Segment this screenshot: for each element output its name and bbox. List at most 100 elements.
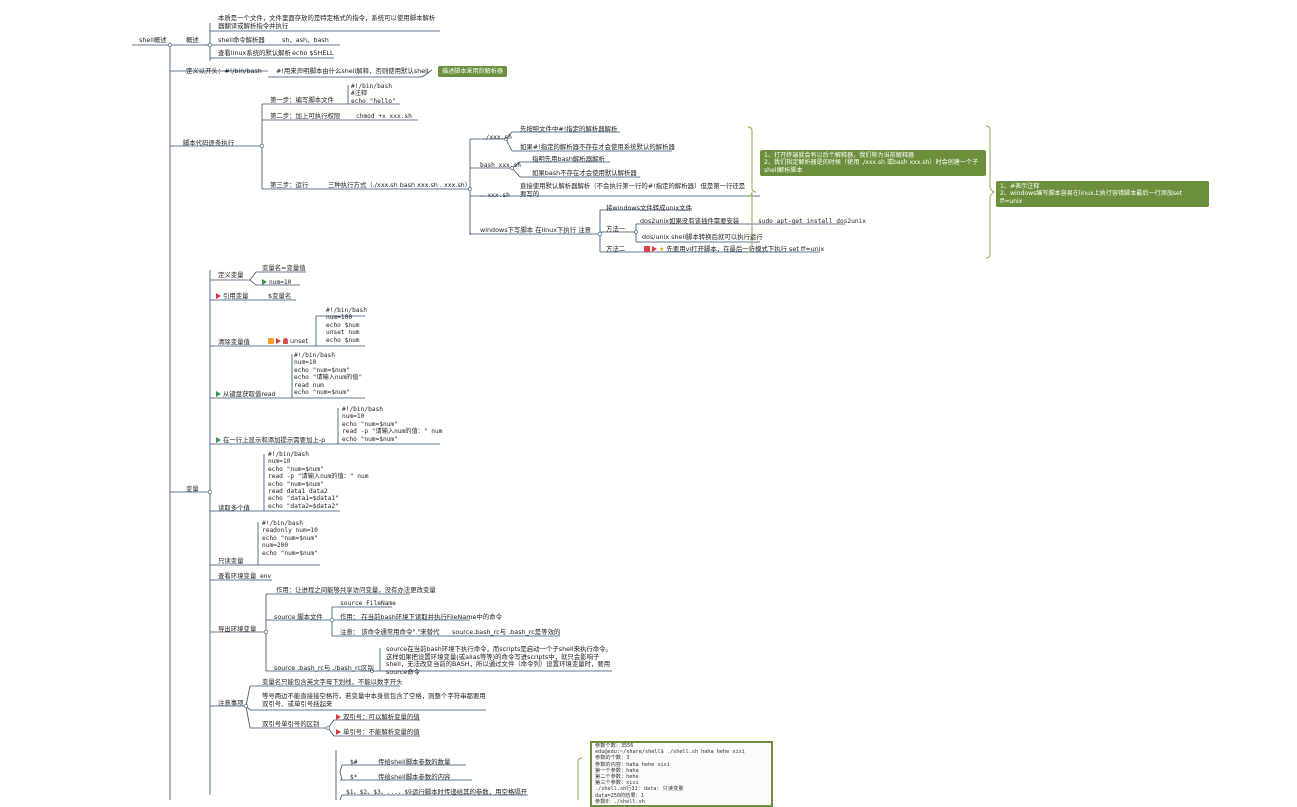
terminal-screenshot: 参数个数：3556 edu@edu:~/share/shell$ ./shell… [590,741,773,807]
node-source-diff-desc[interactable]: source在当前bash环境下执行命令，而scripts是启动一个子shell… [386,645,612,676]
code-var-prompt: #!/bin/bash num=10 echo "num=$num" read … [342,406,442,443]
node-var-notes-2[interactable]: 等号两边不能直接接空格符，若变量中本身就包含了空格，则整个字符串都要用双引号、或… [262,692,486,708]
node-var-define-1[interactable]: 变量名=变量值 [262,264,306,272]
node-var-notes-3a[interactable]: 双引号：可以解析变量的值 [336,713,420,722]
node-step2-cmd[interactable]: chmod +x xxx.sh [356,113,412,120]
node-windows[interactable]: windows下写脚本 在linux下执行 注意 [480,226,591,234]
node-var-readonly[interactable]: 只读变量 [218,557,244,565]
code-line: echo $num [326,321,360,329]
code-line: echo "num=$num" [342,420,398,428]
node-var-ref[interactable]: 引用变量 [216,292,249,301]
node-method1-2[interactable]: dos/unix shell脚本转换后就可以执行运行 [642,233,763,241]
terminal-line: 第一个参数：haha [595,767,639,774]
note-define-head[interactable]: 描述脚本采用的解析器 [438,66,507,78]
node-var-multi[interactable]: 读取多个值 [218,504,250,512]
code-var-read: #!/bin/bash num=10 echo "num=$num" echo … [294,352,362,396]
node-var-define[interactable]: 定义变量 [218,271,244,279]
node-check-parser-cmd[interactable]: echo $SHELL [292,49,334,57]
node-sp-n-desc[interactable]: 运行脚本时传递给其的参数，用空格隔开 [412,788,528,796]
node-var-read[interactable]: 从键盘获取值read [216,390,276,399]
node-var-unset-cmd-text: unset [290,337,308,345]
node-sp-n[interactable]: $1、$2、$3、...、$9 [346,789,412,796]
note-run[interactable]: 1、打开终端就会有以后个解释器，我们称为当前解释器 2、我们指定解析器是的时候（… [760,150,986,177]
code-line: echo "num=$num" [262,534,318,542]
terminal-line: edu@edu:~/share/shell$ ./shell.sh haha h… [595,749,745,756]
node-source-file-3[interactable]: 注意： 该命令通常用命令"."来替代 [340,628,440,637]
node-step1[interactable]: 第一步：编写脚本文件 [270,96,334,104]
node-source-file-2[interactable]: 作用： 在当前bash环境下读取并执行FileName中的命令 [340,613,502,622]
node-run-c[interactable]: . xxx.sh [480,192,510,199]
node-variables[interactable]: 变量 [186,485,199,493]
node-windows-desc[interactable]: 将windows文件转成unix文件 [606,204,692,212]
node-var-env-view[interactable]: 查看环境变量 [218,572,257,580]
node-sp-star[interactable]: $* [350,774,358,781]
node-var-prompt[interactable]: 在一行上显示和添加提示需要加上-p [216,436,326,445]
node-var-ref-1[interactable]: $变量名 [268,292,292,300]
code-line: read num [294,381,324,389]
node-var-prompt-text: 在一行上显示和添加提示需要加上-p [223,436,326,444]
node-define-head[interactable]: 定义以开头：#!/bin/bash [186,67,262,75]
node-method2[interactable]: 方法二 [606,245,626,253]
node-step3[interactable]: 第三步：运行 [270,181,309,189]
node-run-b-2[interactable]: 如果bash不存在才会使用默认解析器 [532,169,637,177]
flag-icon [216,293,221,299]
code-var-readonly: #!/bin/bash readonly num=10 echo "num=$n… [262,520,318,557]
node-method2-desc[interactable]: ★ 先要用vi打开脚本，在最后一行模式下执行 set ff=unix [644,245,824,254]
node-overview[interactable]: 概述 [186,36,199,44]
node-source-file-3b[interactable]: source.bash_rc与 .bash_rc是等效的 [452,628,561,636]
node-var-notes[interactable]: 注意事项 [218,699,244,707]
note-run-line: 2、我们指定解析器是的时候（使用 ./xxx.sh 或bash xxx.sh）时… [764,159,979,174]
note-windows-line: 2、windows编写脚本容易在linux上执行容错脚本最后一行添加set ff… [1000,190,1183,205]
node-shell-parsers[interactable]: shell命令解析器 [218,36,265,44]
node-source-file-3-text: 该命令通常用命令"."来替代 [361,628,440,636]
node-source-diff[interactable]: source .bash_rc与 ./bash_rc区别 [274,664,374,672]
flag-icon [652,246,657,252]
node-run-a[interactable]: ./xxx.sh [482,134,512,141]
code-line: readonly num=10 [262,527,318,535]
node-run-a-1[interactable]: 先按照文件中#!指定的解析器解析 [520,125,618,133]
code-line: num=10 [294,359,317,367]
node-var-notes-3b[interactable]: 单引号：不能解析变量的值 [336,728,420,737]
code-line: echo "num=$num" [294,366,350,374]
node-define-head-desc[interactable]: #!用来声明脚本由什么shell解释，否则使用默认shell [276,67,429,75]
flag-icon [216,437,221,443]
priority-icon [268,338,274,344]
node-source-file-1[interactable]: source FileName [340,600,396,607]
code-line: read data1 data2 [268,488,328,496]
node-steps-parent[interactable]: 脚本代码逐条执行 [183,139,235,147]
node-shell-parsers-list[interactable]: sh、ash、bash [282,36,329,44]
node-run-b[interactable]: bash xxx.sh [480,162,521,169]
node-export-purpose[interactable]: 作用：让进程之间能够共享访问变量，没有办法更改变量 [276,586,436,594]
note-windows-line: 1、#表示注释 [1000,183,1040,190]
node-root[interactable]: shell概述 [139,36,167,44]
flag-icon [336,729,341,735]
node-run-c-1[interactable]: 直接使用默认解析器解析（不会执行第一行的#!指定的解析器）但是第一行还是要写的 [520,182,746,198]
terminal-line: 第三个参数：xixi [595,780,639,787]
node-method1-1-cmd[interactable]: sudo apt-get install dos2unix [758,218,867,225]
node-step3-desc[interactable]: 三种执行方式（./xxx.sh bash xxx.sh . xxx.sh） [328,181,472,189]
note-windows[interactable]: 1、#表示注释 2、windows编写脚本容易在linux上执行容错脚本最后一行… [996,181,1209,208]
node-source-file[interactable]: source 脚本文件 [274,613,323,621]
node-check-parser[interactable]: 查看linux系统的默认解析 [218,49,291,57]
node-source-file-2-key: 作用： [340,613,360,621]
node-run-b-1[interactable]: 指明先用bash解析器解析 [532,155,605,163]
node-var-unset-cmd[interactable]: unset [268,337,308,346]
node-var-export[interactable]: 导出环境变量 [218,625,257,633]
node-method1-1[interactable]: dos2unix如果没有该插件需要安装 [640,217,740,225]
node-sp-hash-desc[interactable]: 传给shell脚本参数的数量 [378,758,451,766]
node-sp-hash[interactable]: $# [350,759,358,766]
node-var-unset[interactable]: 清除变量值 [218,338,250,346]
node-overview-desc[interactable]: 本质是一个文件，文件里面存放的是特定格式的指令，系统可以使用脚本解析器翻译或解析… [218,14,436,30]
flag-icon [216,391,221,397]
node-sp-star-desc[interactable]: 传给shell脚本参数的内容 [378,773,451,781]
node-method1[interactable]: 方法一 [606,225,626,233]
node-var-define-2[interactable]: num=10 [262,279,291,286]
node-step2[interactable]: 第二步：加上可执行权限 [270,112,341,120]
code-line: echo "num=$num" [262,549,318,557]
node-var-notes-1[interactable]: 变量名只能包含英文字母下划线，不能以数字开头 [262,678,403,686]
code-line: #!/bin/bash [342,406,383,413]
node-var-env-view-cmd[interactable]: env [260,573,272,580]
node-var-notes-3[interactable]: 双引号单引号的区别 [262,720,320,728]
node-run-a-2[interactable]: 如果#!指定的解析器不存在才会使用系统默认的解析器 [520,143,675,151]
code-line: #!/bin/bash [326,307,367,314]
